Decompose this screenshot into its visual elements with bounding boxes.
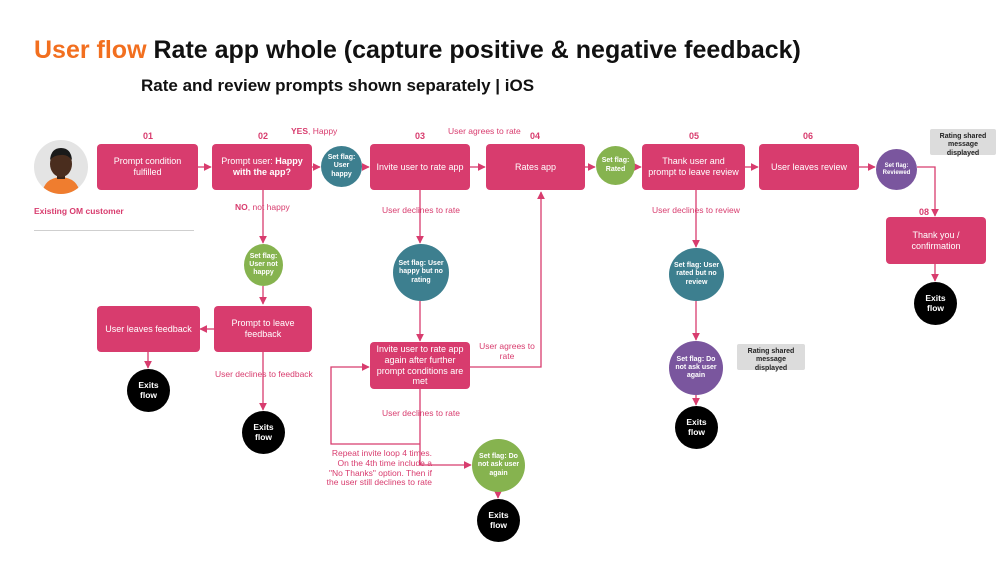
page-subtitle: Rate and review prompts shown separately…	[141, 76, 535, 95]
exit-flow-4: Exits flow	[675, 406, 718, 449]
step-number-03: 03	[415, 131, 426, 141]
exit-flow-5: Exits flow	[914, 282, 957, 325]
box-prompt-user: Prompt user: Happy with the app?	[212, 144, 312, 190]
exit-flow-1: Exits flow	[127, 369, 170, 412]
box-thank-prompt-review: Thank user and prompt to leave review	[642, 144, 745, 190]
label-no-not-happy: NO, not happy	[235, 202, 290, 213]
prompt-user-prefix: Prompt user:	[221, 156, 276, 167]
label-repeat-loop: Repeat invite loop 4 times. On the 4th t…	[326, 448, 432, 488]
exit-flow-3: Exits flow	[477, 499, 520, 542]
label-declines-feedback: User declines to feedback	[215, 369, 313, 379]
conn-flagreviewed-08	[917, 166, 939, 217]
conn-repeat-loop	[330, 363, 420, 445]
flag-user-not-happy: Set flag: User not happy	[244, 244, 283, 286]
prompt-user-question: Happy with the app?	[233, 156, 303, 177]
conn-invite-04	[470, 191, 545, 368]
label-declines-review: User declines to review	[652, 205, 740, 215]
step-number-05: 05	[689, 131, 700, 141]
flag-do-not-ask-1: Set flag: Do not ask user again	[472, 439, 525, 492]
label-yes-happy: YES, Happy	[291, 126, 338, 137]
flag-rated-no-review: Set flag: User rated but no review	[669, 248, 724, 301]
box-invite-rate: Invite user to rate app	[370, 144, 470, 190]
note-rating-shared-2: Rating shared message displayed	[737, 344, 805, 372]
flag-do-not-ask-2: Set flag: Do not ask user again	[669, 341, 723, 395]
persona-divider	[34, 230, 194, 231]
box-thank-confirmation: Thank you / confirmation	[886, 217, 986, 264]
flag-rated: Set flag: Rated	[596, 146, 635, 185]
step-number-04: 04	[530, 131, 541, 141]
label-happy: , Happy	[308, 126, 338, 136]
persona-label: Existing OM customer	[34, 206, 124, 216]
label-yes: YES	[291, 126, 309, 136]
exit-flow-2: Exits flow	[242, 411, 285, 454]
step-number-02: 02	[258, 131, 269, 141]
step-number-01: 01	[143, 131, 154, 141]
step-number-08: 08	[919, 207, 930, 217]
flag-happy-no-rating: Set flag: User happy but no rating	[393, 244, 449, 301]
flag-user-happy: Set flag: User happy	[321, 146, 362, 187]
flag-reviewed: Set flag: Reviewed	[876, 149, 917, 190]
page-title: User flow Rate app whole (capture positi…	[34, 36, 801, 65]
step-number-06: 06	[803, 131, 814, 141]
box-invite-again: Invite user to rate app again after furt…	[370, 342, 470, 389]
box-rates-app: Rates app	[486, 144, 585, 190]
box-prompt-feedback: Prompt to leave feedback	[214, 306, 312, 352]
label-declines-rate-1: User declines to rate	[382, 205, 460, 215]
box-leaves-feedback: User leaves feedback	[97, 306, 200, 352]
note-rating-shared-1: Rating shared message displayed	[930, 129, 996, 157]
label-declines-rate-2: User declines to rate	[382, 408, 460, 418]
label-no: NO	[235, 202, 248, 212]
title-rest: Rate app whole (capture positive & negat…	[153, 36, 801, 64]
box-leaves-review: User leaves review	[759, 144, 859, 190]
label-agrees-to-rate-top: User agrees to rate	[448, 126, 521, 136]
label-not-happy: , not happy	[247, 202, 290, 212]
title-accent: User flow	[34, 36, 147, 64]
box-prompt-condition: Prompt condition fulfilled	[97, 144, 198, 190]
label-agrees-to-rate-mid: User agrees to rate	[479, 341, 535, 361]
customer-avatar	[34, 140, 88, 194]
